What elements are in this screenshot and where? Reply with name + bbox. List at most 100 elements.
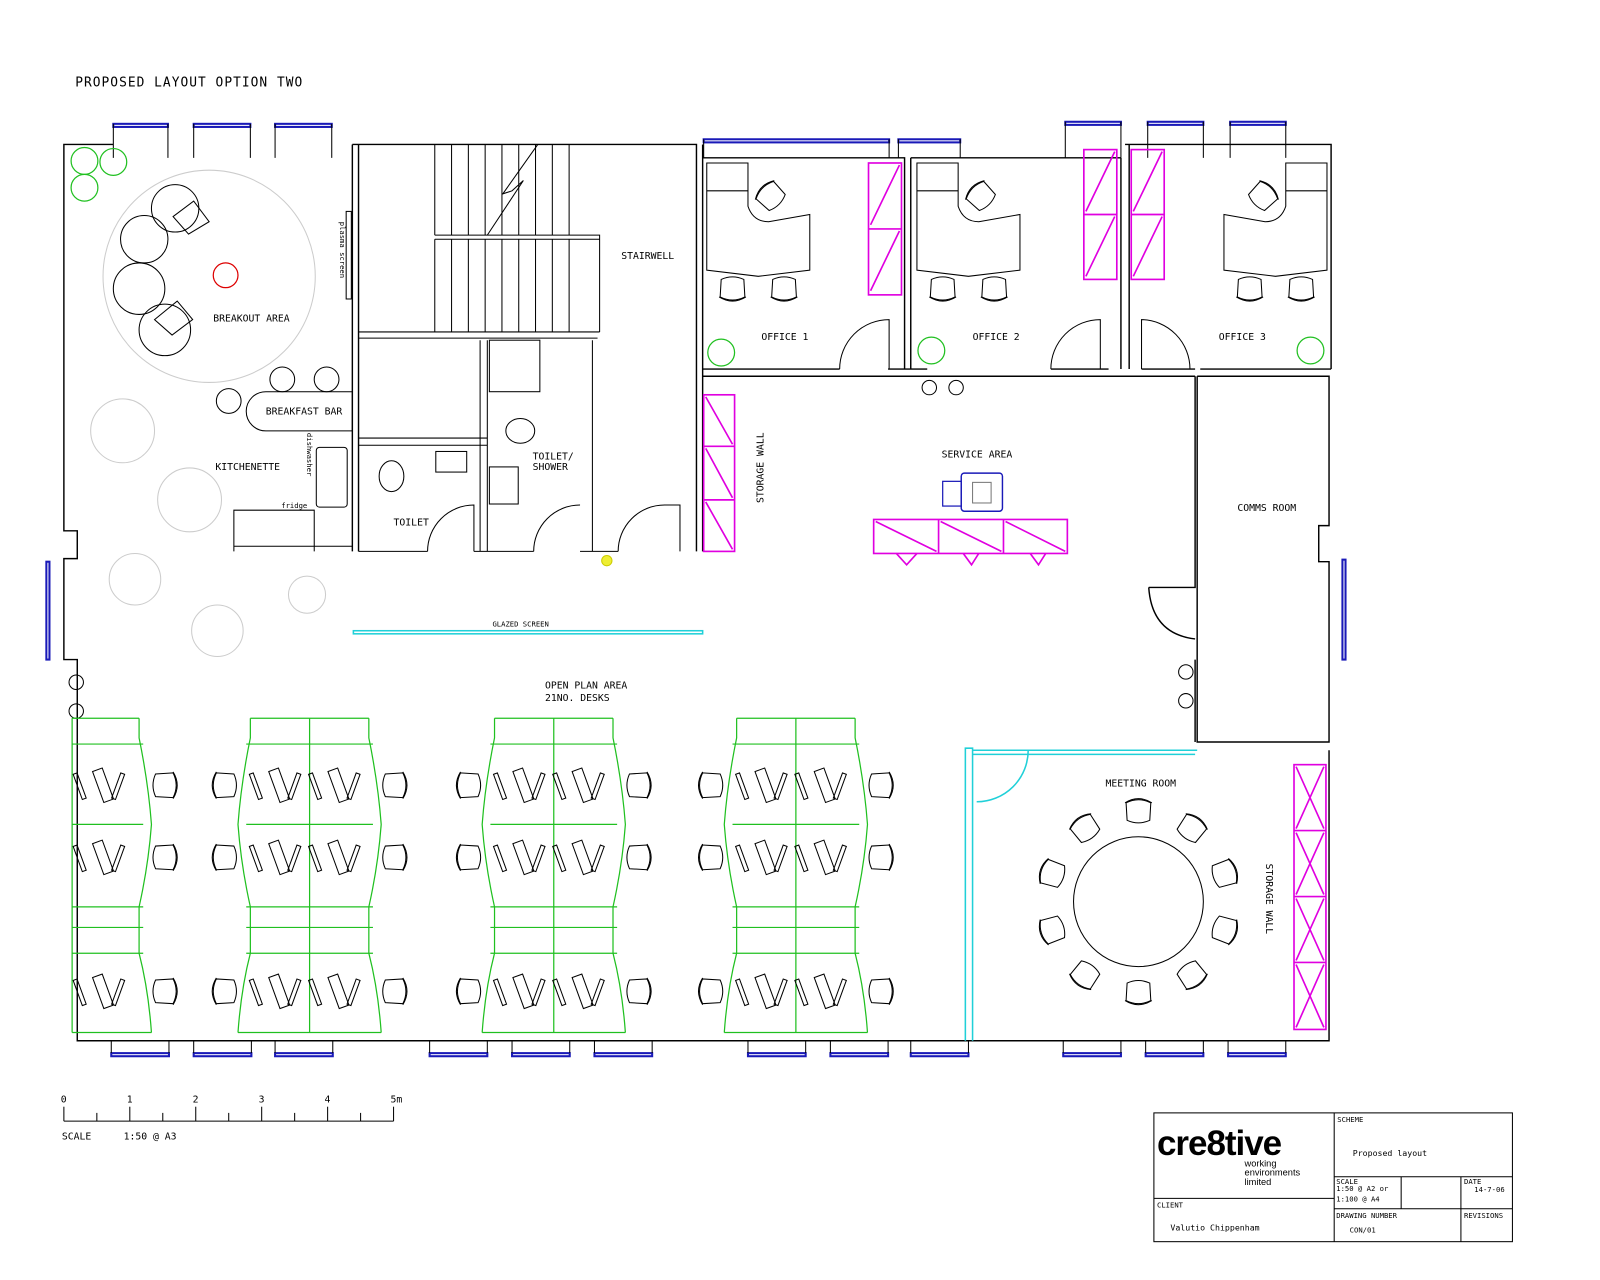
chair-seat	[868, 978, 893, 1005]
label-toilet-shower-2: SHOWER	[533, 462, 568, 473]
chair-icon	[1176, 960, 1208, 991]
chair-seat	[1069, 960, 1101, 990]
chair-seat	[456, 772, 482, 799]
chair-back	[646, 843, 652, 872]
keyboard-icon	[734, 978, 750, 1007]
chair-back	[211, 771, 217, 799]
window	[274, 1052, 334, 1058]
chair-back	[211, 843, 217, 872]
window	[829, 1052, 890, 1058]
keyboard-icon	[794, 844, 809, 873]
desk-cluster	[455, 717, 652, 1034]
chair-seat	[1176, 813, 1208, 844]
chair-icon	[754, 180, 786, 212]
chair-seat	[699, 844, 724, 871]
window	[593, 1052, 654, 1058]
chair-back	[754, 180, 775, 200]
chair-seat	[699, 978, 724, 1005]
keyboard-icon	[773, 772, 788, 801]
keyboard-icon	[72, 772, 87, 801]
logo-sub-3: limited	[1245, 1177, 1272, 1187]
keyboard-icon	[287, 978, 302, 1007]
chair-back	[1228, 857, 1239, 884]
window-jamb	[1229, 121, 1287, 158]
label-dishwasher: dishwasher	[305, 433, 314, 477]
chair-icon	[626, 977, 652, 1005]
chair-seat	[868, 772, 893, 799]
chair-back	[1287, 296, 1315, 302]
chair-icon	[1287, 276, 1315, 302]
chair-back	[1038, 857, 1049, 884]
window	[511, 1052, 571, 1058]
label-kitchenette: KITCHENETTE	[215, 462, 280, 473]
window-jamb	[747, 1040, 807, 1054]
chair-back	[965, 180, 985, 200]
chair-back	[172, 977, 178, 1005]
desk-top	[916, 162, 1021, 277]
chair-icon	[1038, 857, 1066, 888]
window-jamb	[829, 1040, 889, 1054]
window	[428, 1052, 489, 1058]
chair-icon	[698, 771, 724, 799]
chair-seat	[456, 844, 482, 871]
chair-back	[1185, 973, 1208, 991]
keyboard-icon	[734, 844, 750, 873]
chair-icon	[929, 276, 957, 302]
stairwell-block: STAIRWELL TOILET TOILET/ SHOWER	[358, 144, 681, 567]
window	[1062, 1052, 1122, 1058]
chair-back	[455, 977, 461, 1005]
window	[897, 138, 962, 144]
monitor-icon	[813, 839, 836, 876]
outer-walls	[63, 143, 1332, 1042]
desk-top	[706, 162, 811, 277]
chair-seat	[868, 844, 893, 871]
monitor-icon	[327, 767, 350, 804]
chair-icon	[152, 843, 178, 872]
keyboard-icon	[110, 978, 126, 1007]
keyboard-icon	[248, 844, 264, 873]
desk-cluster	[71, 717, 178, 1034]
chair-back	[402, 977, 408, 1005]
window	[702, 138, 891, 144]
breakout-area: BREAKOUT AREA plasma screen BREAKFAST BA…	[70, 146, 353, 657]
label-storage-wall: STORAGE WALL	[755, 432, 766, 503]
chair-icon	[455, 771, 482, 799]
scale-field-value-2: 1:100 @ A4	[1336, 1194, 1379, 1203]
chair-icon	[1124, 798, 1153, 824]
window-jamb	[1147, 121, 1204, 158]
client-label: CLIENT	[1157, 1201, 1184, 1210]
desk-edge	[481, 718, 496, 1033]
label-toilet-shower: TOILET/	[533, 452, 574, 463]
chair-icon	[626, 843, 652, 872]
window-jamb	[1145, 1040, 1204, 1054]
monitor-icon	[754, 973, 777, 1010]
keyboard-icon	[492, 844, 508, 873]
chair-icon	[1211, 857, 1239, 888]
chair-back	[888, 843, 894, 872]
window-jamb	[429, 1040, 488, 1054]
window	[274, 122, 333, 128]
label-toilet: TOILET	[394, 518, 429, 529]
keyboard-icon	[531, 844, 546, 873]
window-jamb	[593, 1040, 653, 1054]
chair-back	[402, 843, 408, 872]
window-jamb	[703, 139, 890, 158]
chair-seat	[1176, 960, 1208, 990]
window-jamb	[1062, 1040, 1122, 1054]
window	[192, 1052, 253, 1058]
chair-icon	[698, 843, 724, 872]
desk-cluster	[211, 717, 408, 1034]
chair-icon	[211, 843, 237, 872]
chair-seat	[626, 772, 651, 799]
chair-back	[929, 296, 957, 302]
chair-icon	[152, 771, 178, 799]
label-meeting-room: MEETING ROOM	[1105, 778, 1176, 789]
chair-icon	[211, 771, 237, 799]
desk-edge	[138, 718, 153, 1033]
chair-seat	[382, 844, 407, 871]
monitor-icon	[754, 767, 777, 804]
desk-edge	[723, 718, 738, 1033]
chair-icon	[698, 977, 724, 1005]
chair-seat	[1039, 858, 1066, 888]
chair-seat	[152, 772, 177, 799]
